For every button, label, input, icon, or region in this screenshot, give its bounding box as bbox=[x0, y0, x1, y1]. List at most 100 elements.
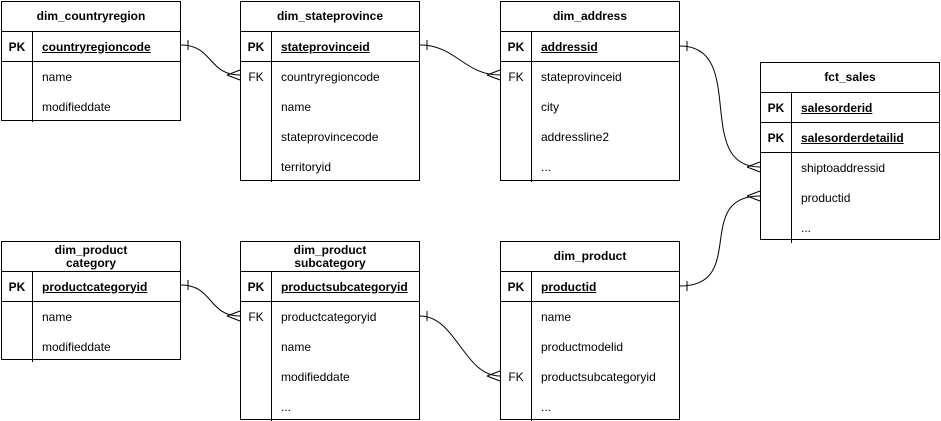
field-name: stateprovinceid bbox=[541, 70, 622, 84]
field-name: countryregioncode bbox=[42, 39, 151, 54]
entity-row-modifieddate: modifieddate bbox=[241, 362, 419, 392]
row-key-badge bbox=[2, 302, 33, 332]
row-key-badge: PK bbox=[501, 272, 532, 301]
field-name: ... bbox=[541, 400, 552, 414]
entity-title: dim_address bbox=[501, 2, 679, 32]
entity-row-shiptoaddressid: shiptoaddressid bbox=[761, 153, 939, 183]
cardinality-many-crowfoot bbox=[746, 190, 761, 202]
field-name: stateprovinceid bbox=[281, 39, 370, 54]
field-name: modifieddate bbox=[42, 100, 111, 114]
row-key-badge: FK bbox=[501, 62, 532, 92]
relation-stateprovince-address[interactable] bbox=[419, 40, 501, 81]
entity-row-ellipsis: ... bbox=[241, 392, 419, 421]
entity-title-line: dim_countryregion bbox=[36, 9, 146, 23]
entity-row-name: name bbox=[2, 302, 180, 332]
entity-row-ellipsis: ... bbox=[761, 213, 939, 243]
cardinality-many-crowfoot bbox=[226, 69, 241, 81]
relation-productsubcategory-product[interactable] bbox=[419, 311, 501, 382]
entity-dim_product[interactable]: dim_product PK productid name productmodeli… bbox=[500, 241, 680, 421]
field-name: addressid bbox=[541, 39, 598, 54]
field-name: productcategoryid bbox=[42, 279, 148, 294]
row-key-badge bbox=[501, 302, 532, 332]
relation-countryregion-stateprovince[interactable] bbox=[180, 40, 241, 81]
entity-row-name: name bbox=[501, 302, 679, 332]
relation-line bbox=[419, 315, 501, 377]
entity-row-modifieddate: modifieddate bbox=[2, 332, 180, 362]
row-key-badge: PK bbox=[2, 32, 33, 61]
field-name: salesorderdetailid bbox=[801, 130, 904, 145]
relation-line bbox=[679, 45, 761, 168]
row-key-badge bbox=[241, 392, 272, 421]
relation-product-fctsales[interactable] bbox=[679, 190, 761, 291]
row-key-badge bbox=[2, 332, 33, 362]
row-key-badge bbox=[501, 332, 532, 362]
row-key-badge bbox=[2, 62, 33, 92]
field-name: addressline2 bbox=[541, 130, 610, 144]
field-name: modifieddate bbox=[281, 370, 350, 384]
field-name: name bbox=[42, 70, 73, 84]
relation-address-fctsales[interactable] bbox=[679, 41, 761, 173]
row-key-badge bbox=[241, 152, 272, 182]
relation-line bbox=[419, 44, 501, 76]
entity-title: dim_countryregion bbox=[2, 2, 180, 32]
field-name: salesorderid bbox=[801, 100, 873, 115]
row-key-badge: PK bbox=[241, 32, 272, 61]
relation-line bbox=[180, 44, 241, 76]
entity-row-territoryid: territoryid bbox=[241, 152, 419, 182]
field-name: name bbox=[281, 100, 312, 114]
entity-title-line: dim_product bbox=[553, 249, 627, 263]
entity-dim_countryregion[interactable]: dim_countryregion PK countryregioncode nam… bbox=[1, 1, 181, 122]
field-name: productid bbox=[541, 279, 597, 294]
cardinality-many-crowfoot bbox=[486, 370, 501, 382]
row-key-badge bbox=[241, 122, 272, 152]
entity-row-stateprovinceid: PK stateprovinceid bbox=[241, 32, 419, 62]
row-key-badge: FK bbox=[501, 362, 532, 392]
field-name: ... bbox=[281, 400, 292, 414]
row-key-badge bbox=[241, 362, 272, 392]
entity-row-name: name bbox=[2, 62, 180, 92]
entity-title-line: fct_sales bbox=[824, 70, 876, 84]
field-name: productsubcategoryid bbox=[281, 279, 408, 294]
row-key-badge bbox=[501, 92, 532, 122]
row-key-badge: PK bbox=[501, 32, 532, 61]
entity-title-line: dim_product bbox=[293, 242, 367, 257]
entity-row-addressid: PK addressid bbox=[501, 32, 679, 62]
field-name: territoryid bbox=[281, 160, 332, 174]
field-name: productsubcategoryid bbox=[541, 370, 656, 384]
row-key-badge bbox=[241, 92, 272, 122]
entity-row-productmodelid: productmodelid bbox=[501, 332, 679, 362]
cardinality-many-crowfoot bbox=[226, 310, 241, 322]
field-name: ... bbox=[541, 160, 552, 174]
field-name: stateprovincecode bbox=[281, 130, 379, 144]
entity-title-line: category bbox=[65, 255, 117, 270]
relation-line bbox=[679, 195, 761, 287]
row-key-badge bbox=[501, 152, 532, 182]
row-key-badge bbox=[761, 153, 792, 183]
entity-row-modifieddate: modifieddate bbox=[2, 92, 180, 122]
entity-row-addressline2: addressline2 bbox=[501, 122, 679, 152]
relation-line bbox=[180, 284, 241, 317]
row-key-badge bbox=[501, 392, 532, 421]
entity-title-line: subcategory bbox=[294, 255, 366, 270]
field-name: name bbox=[541, 310, 572, 324]
row-key-badge bbox=[501, 122, 532, 152]
relation-productcategory-productsubcategory[interactable] bbox=[180, 280, 241, 322]
entity-row-stateprovincecode: stateprovincecode bbox=[241, 122, 419, 152]
field-name: shiptoaddressid bbox=[801, 161, 886, 175]
entity-row-productsubcategoryid: FK productsubcategoryid bbox=[501, 362, 679, 392]
